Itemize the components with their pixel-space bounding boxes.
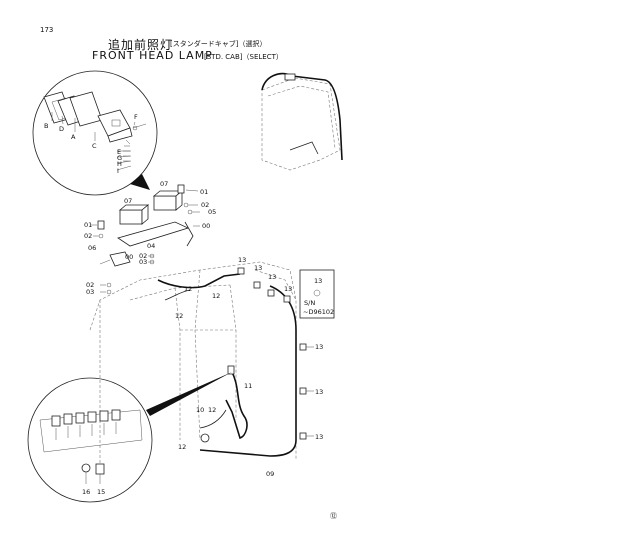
title-japanese-qualifier: [スタンダードキャブ]（選択） [170,40,267,48]
callout-G: G [117,154,122,162]
callout-07-lower: 07 [124,197,132,205]
callout-12-b: 12 [212,292,220,300]
callout-F: F [134,113,138,121]
callout-02-left: 02 [86,281,94,289]
callout-02-lower: 02 [84,232,92,240]
callout-13-e: 13 [315,343,323,351]
title-english: FRONT HEAD LAMP [92,49,213,62]
callout-13-c: 13 [268,273,276,281]
callout-01-lower: 01 [84,221,92,229]
cab-main-outline [89,261,307,470]
connector-detail-circle [27,377,153,503]
callout-03-mid: 03 [139,258,147,266]
callout-12-c: 12 [175,312,183,320]
serial-box-part: 13 [314,277,322,285]
detail-pointer-top [130,174,150,190]
serial-box-sn-value: ~D96102 [303,308,334,316]
callout-A: A [71,133,76,141]
callout-00-upper: 00 [202,222,210,230]
callout-I: I [117,167,119,175]
callout-12-d: 12 [208,406,216,414]
callout-07-upper: 07 [160,180,168,188]
footer-mark: ⑫ [330,512,337,520]
callout-01-upper: 01 [200,188,208,196]
callout-B: B [44,122,48,130]
detail-pointer-bottom [146,372,232,416]
callout-02-upper: 02 [201,201,209,209]
lamp-detail-circle [32,70,158,196]
callout-13-b: 13 [254,264,262,272]
callout-12-a: 12 [184,285,192,293]
serial-number-box [299,269,335,319]
callout-05-upper: 05 [208,208,216,216]
title-japanese: 追加前照灯 [108,38,174,52]
callout-09: 09 [266,470,274,478]
callout-15: 15 [97,488,105,496]
callout-11: 11 [244,382,252,390]
callout-10: 10 [196,406,204,414]
callout-D: D [59,125,64,133]
callout-06: 06 [88,244,96,252]
title-english-qualifier: [STD. CAB]（SELECT） [204,53,283,61]
callout-12-e: 12 [178,443,186,451]
lamp-assembly [91,184,200,295]
callout-13-g: 13 [315,433,323,441]
callout-02-mid: 02 [139,252,147,260]
cab-overview-top-right [261,72,343,171]
callout-16: 16 [82,488,90,496]
callout-13-a: 13 [238,256,246,264]
callout-C: C [92,142,97,150]
callout-00-lower: 00 [125,253,133,261]
callout-E: E [117,148,121,156]
page-number: 173 [40,26,54,34]
callout-04: 04 [147,242,155,250]
serial-box-sn-label: S/N [304,299,315,307]
callout-13-d: 13 [284,285,292,293]
callout-13-f: 13 [315,388,323,396]
callout-03-left: 03 [86,288,94,296]
callout-H: H [117,160,122,168]
